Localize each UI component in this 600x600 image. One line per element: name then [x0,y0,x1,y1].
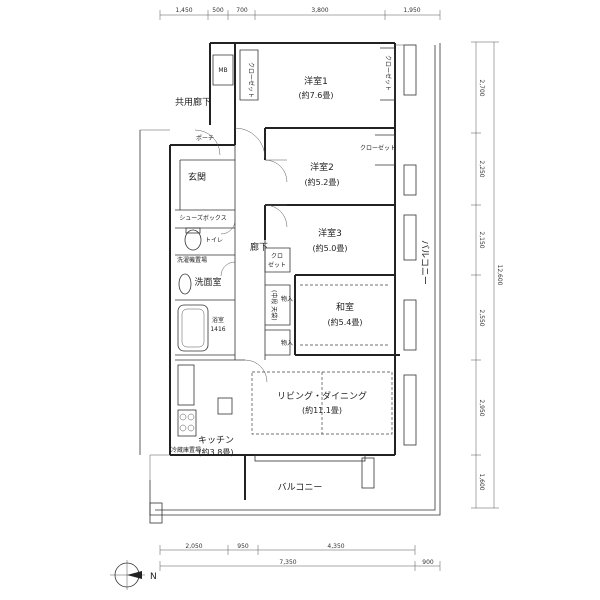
label-western2: 洋室2 [310,161,334,173]
doors [194,127,288,383]
area-western3: (約5.0畳) [313,243,348,253]
area-western2: (約5.2畳) [305,177,340,187]
label-storage2: 物入 [281,339,293,347]
label-porch: ポーチ [196,134,214,142]
label-refrigerator: 冷蔵庫置場 [171,446,201,454]
dim-top-1: 1,450 [175,7,192,14]
dim-right-4: 2,550 [478,309,485,326]
dim-right-1: 2,700 [478,79,485,96]
area-living: (約11.1畳) [302,405,342,415]
fixtures [149,227,375,524]
label-bath-size: 1416 [210,326,225,333]
north-label: N [150,572,157,582]
dim-right-total: 12,600 [496,265,503,286]
misc-labels: MB 共用廊下 ポーチ クローゼット クローゼット クローゼット シューズボック… [171,55,430,493]
bottom-dimensions: 2,050 950 4,350 7,350 900 [159,543,441,571]
label-corridor: 廊下 [250,241,268,253]
living-furniture [251,284,393,435]
area-kitchen: (約3.8畳) [199,447,234,457]
dim-bottom-4: 7,350 [279,559,296,566]
dim-top-4: 3,800 [311,7,328,14]
label-storage: 物入 [281,295,293,303]
label-toilet: トイレ [205,237,223,244]
label-kuro: クロ [271,253,283,260]
label-set: ゼット [268,261,286,269]
top-dimensions: 1,450 500 700 3,800 1,950 [159,7,441,20]
interior-walls [175,47,400,361]
area-western1: (約7.6畳) [299,90,334,100]
label-shoe-box: シューズボックス [179,214,227,222]
label-storage-upper: (中段 天袋) [270,290,278,321]
label-balcony-bottom: バルコニー [278,482,323,493]
label-closet1b: クローゼット [384,55,392,91]
label-linen: 洗濯機置場 [177,256,207,264]
north-indicator: N [110,560,157,590]
label-common-corridor: 共用廊下 [175,96,211,108]
dim-right-3: 2,150 [478,231,485,248]
dim-right-5: 2,950 [478,399,485,416]
dim-right-6: 1,600 [478,473,485,490]
dim-bottom-2: 950 [237,543,249,550]
label-washroom: 洗面室 [194,276,221,288]
label-western3: 洋室3 [318,227,342,239]
dim-top-2: 500 [212,7,224,14]
dim-bottom-5: 900 [422,559,434,566]
area-japanese: (約5.4畳) [328,317,363,327]
outer-walls [139,42,441,516]
dim-bottom-1: 2,050 [185,543,202,550]
dim-right-2: 2,250 [478,160,485,177]
label-japanese: 和室 [336,301,354,313]
label-entrance: 玄関 [188,171,206,183]
right-dimensions: 2,700 2,250 2,150 2,550 2,950 1,600 12,6… [471,41,503,509]
dim-bottom-3: 4,350 [327,543,344,550]
label-bath: 浴室 [212,316,224,324]
label-western1: 洋室1 [304,75,328,87]
label-mb: MB [218,67,227,74]
label-closet1: クローゼット [247,62,255,98]
label-balcony-right: バルコニー [419,240,430,285]
label-closet2: クローゼット [360,144,396,152]
dim-top-5: 1,950 [403,7,420,14]
north-arrow-icon [127,571,142,579]
room-labels: 洋室1 (約7.6畳) 洋室2 (約5.2畳) 洋室3 (約5.0畳) 和室 (… [188,75,367,457]
label-kitchen: キッチン [198,435,234,446]
label-living: リビング・ダイニング [277,390,367,402]
dim-top-3: 700 [236,7,248,14]
